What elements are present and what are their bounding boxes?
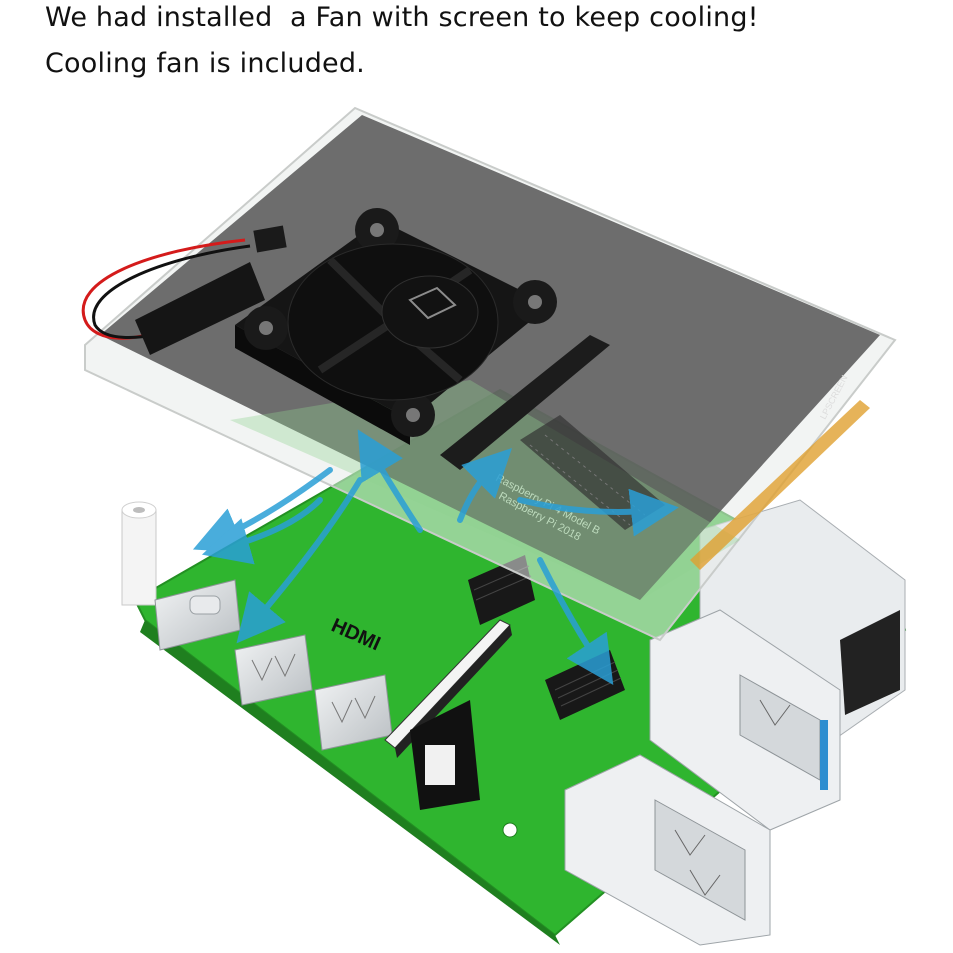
caption-line-2: Cooling fan is included. xyxy=(45,48,365,79)
cooling-fan xyxy=(81,208,557,445)
airflow-arrow-left-lower xyxy=(201,497,323,565)
airflow-arrow-down-right xyxy=(537,557,614,685)
airflow-arrow-down-left xyxy=(236,477,363,644)
usb-port-lower xyxy=(564,754,771,946)
caption-line-1: We had installed a Fan with screen to ke… xyxy=(45,2,759,33)
usb-port-upper xyxy=(649,609,841,831)
standoff-post xyxy=(121,501,157,606)
fan-connector xyxy=(135,262,265,355)
airflow-arrow-center xyxy=(457,448,512,523)
audio-jack xyxy=(410,700,480,810)
lcd-panel xyxy=(100,115,880,600)
airflow-arrow-up xyxy=(357,429,423,533)
micro-hdmi-port-0 xyxy=(234,634,313,706)
airflow-arrows xyxy=(192,429,679,685)
airflow-arrow-right xyxy=(517,488,679,537)
mounting-hole xyxy=(502,822,518,838)
fan-cable-black xyxy=(92,244,251,339)
